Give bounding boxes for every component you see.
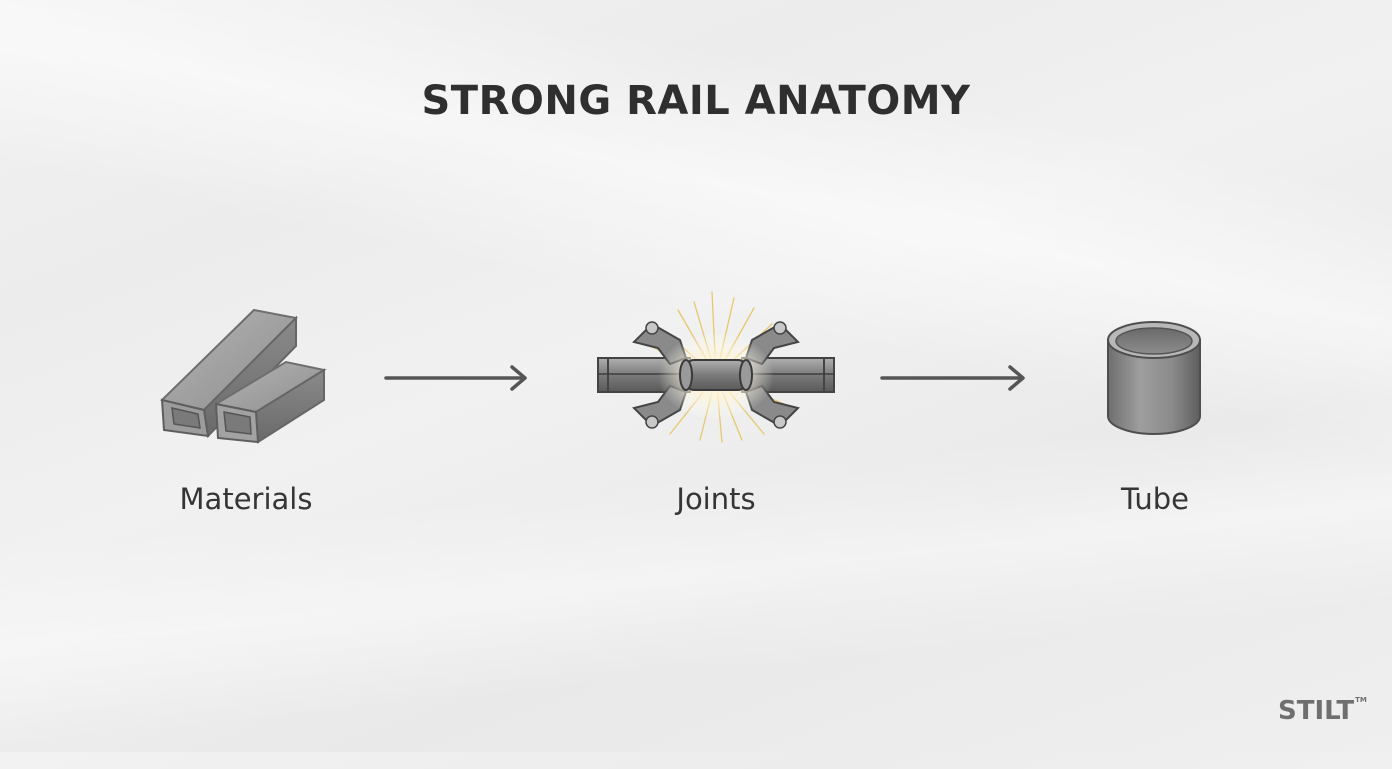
stilt-logo: STILTTM <box>1278 696 1367 726</box>
logo-text: STILT <box>1278 696 1355 726</box>
step-label-joints: Joints <box>676 482 756 516</box>
step-label-tube: Tube <box>1121 482 1189 516</box>
logo-trademark: TM <box>1355 696 1367 704</box>
steel-beams-icon <box>156 296 331 450</box>
welded-joint-icon <box>594 284 838 448</box>
step-label-materials: Materials <box>179 482 313 516</box>
steel-tube-icon <box>1102 312 1206 444</box>
diagram-title: STRONG RAIL ANATOMY <box>421 78 971 124</box>
arrow-right-icon <box>880 362 1030 398</box>
arrow-right-icon <box>384 362 532 398</box>
